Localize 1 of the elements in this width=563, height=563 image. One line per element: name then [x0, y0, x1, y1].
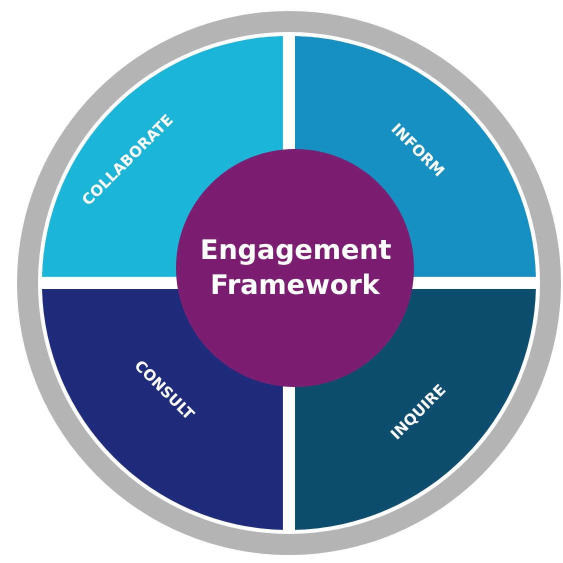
center-title: Engagement Framework	[200, 234, 390, 303]
